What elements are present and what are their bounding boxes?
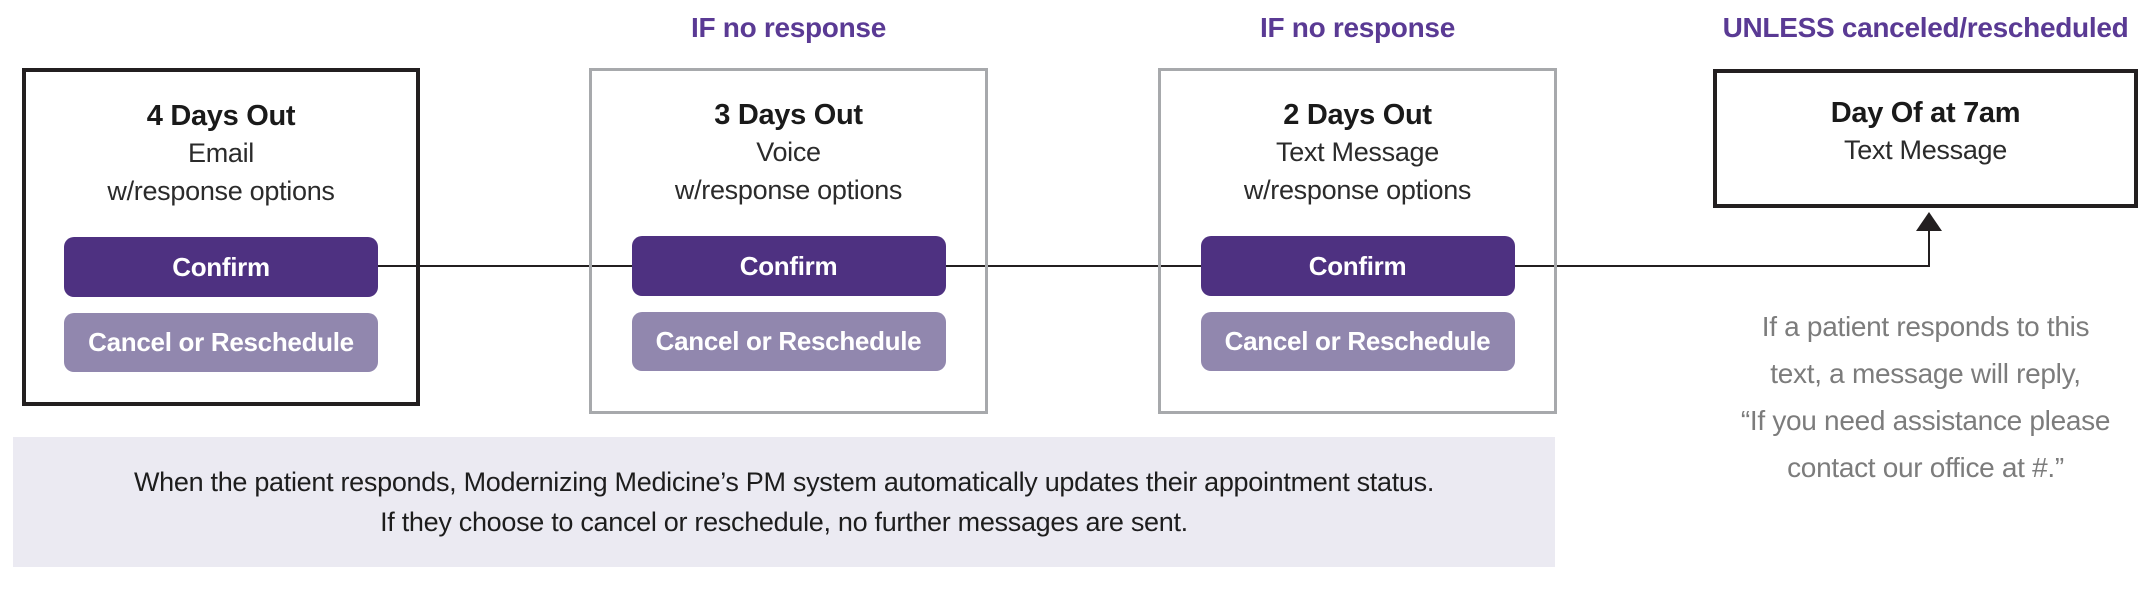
note-line: “If you need assistance please [1740,405,2111,436]
step-box-4-days-out: 4 Days Out Email w/response options Conf… [22,68,420,406]
cancel-or-reschedule-button[interactable]: Cancel or Reschedule [1200,312,1515,371]
note-line: If a patient responds to this [1761,311,2090,342]
banner-line: If they choose to cancel or reschedule, … [380,507,1188,537]
connector-vertical-line [1928,228,1930,267]
step-channel: Text Message [1844,135,2007,165]
step-box-2-days-out: 2 Days Out Text Message w/response optio… [1158,68,1557,414]
note-line: text, a message will reply, [1770,358,2081,389]
step-title: Day Of at 7am [1830,97,2021,129]
step-header-if-no-response-1: IF no response [691,12,886,43]
step-header-unless-canceled: UNLESS canceled/rescheduled [1722,12,2129,43]
confirm-button[interactable]: Confirm [64,237,378,297]
step-title: 3 Days Out [714,99,863,131]
step-channel: Text Message [1276,137,1439,167]
pm-system-banner: When the patient responds, Modernizing M… [13,437,1555,567]
step-box-3-days-out: 3 Days Out Voice w/response options Conf… [589,68,988,414]
patient-response-note: If a patient responds to this text, a me… [1703,303,2148,491]
connector-horizontal-line [300,265,1930,267]
cancel-or-reschedule-button[interactable]: Cancel or Reschedule [64,313,378,372]
confirm-button[interactable]: Confirm [1200,236,1515,296]
step-detail: w/response options [674,175,903,205]
arrow-up-icon [1916,212,1942,231]
step-title: 2 Days Out [1283,99,1432,131]
step-channel: Email [187,138,254,168]
confirm-button[interactable]: Confirm [631,236,946,296]
step-detail: w/response options [107,176,335,206]
note-line: contact our office at #.” [1787,452,2064,483]
step-channel: Voice [756,137,821,167]
cancel-or-reschedule-button[interactable]: Cancel or Reschedule [631,312,946,371]
step-header-if-no-response-2: IF no response [1260,12,1455,43]
step-detail: w/response options [1243,175,1472,205]
step-box-day-of: Day Of at 7am Text Message [1713,69,2138,208]
step-title: 4 Days Out [146,100,296,132]
banner-line: When the patient responds, Modernizing M… [133,467,1435,497]
